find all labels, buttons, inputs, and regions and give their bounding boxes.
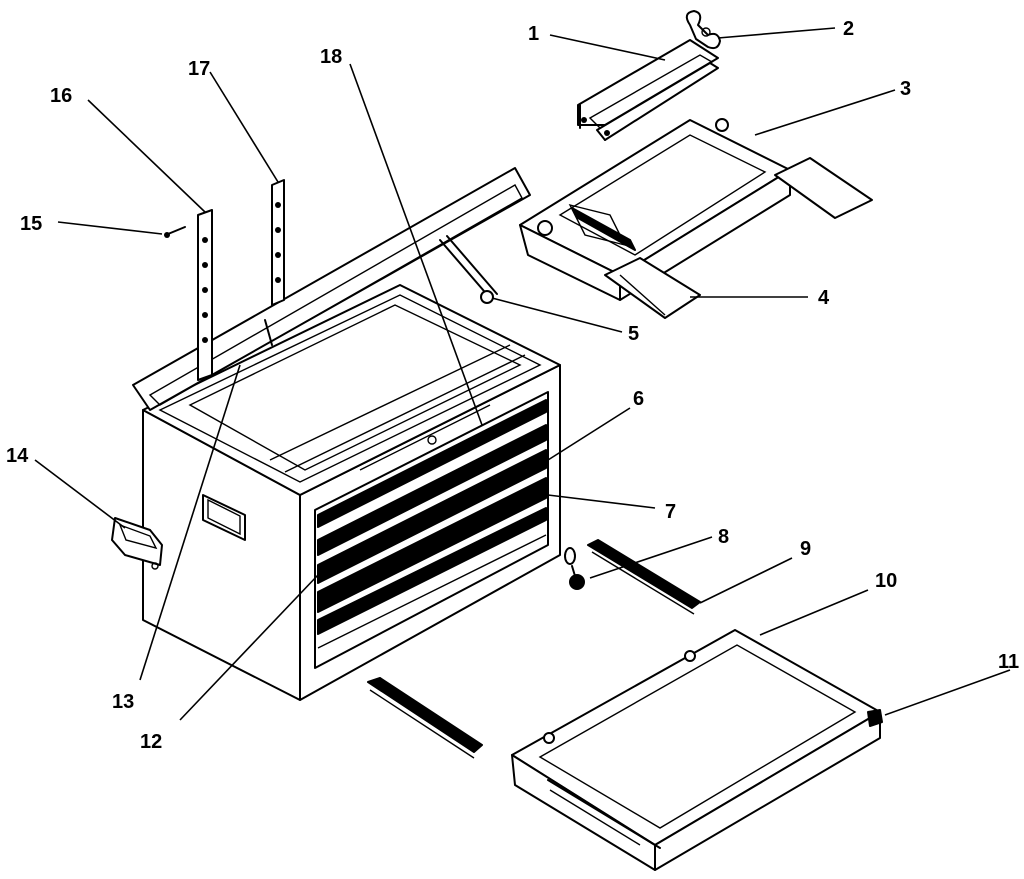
drawer-fronts [317,399,547,649]
callout-1: 1 [528,23,539,45]
lid-stay-strips [164,179,285,381]
callout-10: 10 [875,570,897,592]
chest-lid [132,167,531,411]
callout-14: 14 [6,445,29,467]
callout-3: 3 [900,78,911,100]
callout-8: 8 [718,526,729,548]
callout-13: 13 [112,691,134,713]
chest-body [142,284,561,701]
side-handle [111,517,163,570]
callout-9: 9 [800,538,811,560]
drawer-tray [511,629,883,871]
callout-17: 17 [188,58,210,80]
callout-2: 2 [843,18,854,40]
callout-16: 16 [50,85,72,107]
removable-tray [519,118,873,319]
callout-11: 11 [998,651,1019,673]
callout-labels: 1 2 3 4 5 6 7 8 9 10 11 12 13 14 15 16 1… [6,18,1019,753]
callout-7: 7 [665,501,676,523]
callout-18: 18 [320,46,342,68]
callout-6: 6 [633,388,644,410]
callout-5: 5 [628,323,639,345]
drawer-slides [367,539,701,759]
latch-clip [685,10,721,50]
top-bracket [577,39,719,141]
callout-12: 12 [140,731,162,753]
leader-lines [34,27,1011,721]
lock-cylinder [564,547,585,590]
callout-4: 4 [818,287,830,309]
callout-15: 15 [20,213,42,235]
